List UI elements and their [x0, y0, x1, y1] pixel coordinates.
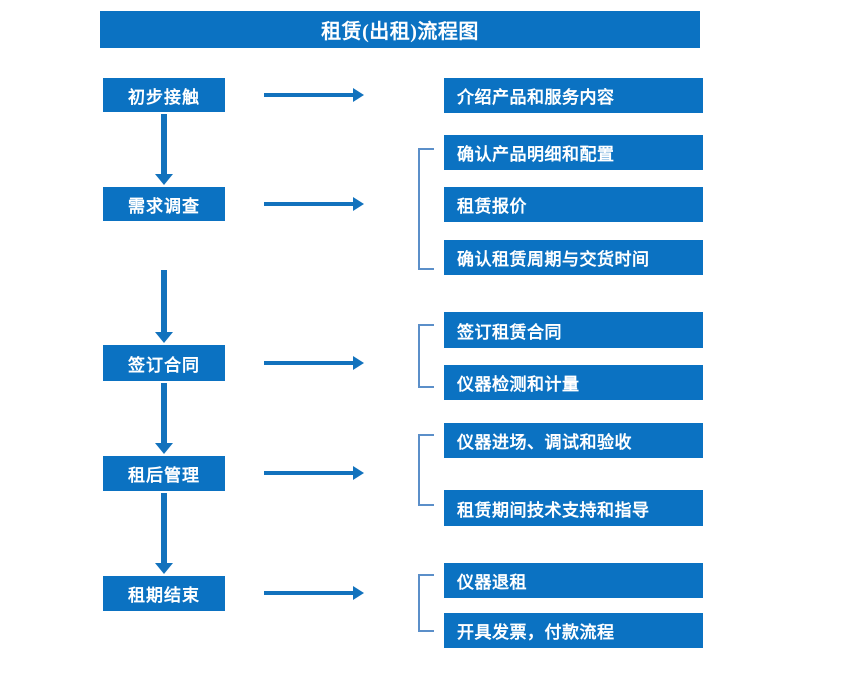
- stage-box-1[interactable]: 初步接触: [103, 78, 225, 112]
- detail-box-3[interactable]: 租赁报价: [444, 187, 703, 222]
- stage-box-5[interactable]: 租期结束: [103, 576, 225, 611]
- detail-box-5[interactable]: 签订租赁合同: [444, 312, 703, 348]
- flow-arrow-right-1: [264, 88, 364, 102]
- flow-arrow-down-1: [153, 114, 175, 185]
- detail-box-7[interactable]: 仪器进场、调试和验收: [444, 423, 703, 458]
- group-bracket-3: [418, 434, 434, 506]
- group-bracket-2: [418, 324, 434, 388]
- flow-arrow-down-3: [153, 383, 175, 454]
- detail-box-2[interactable]: 确认产品明细和配置: [444, 135, 703, 170]
- detail-box-8[interactable]: 租赁期间技术支持和指导: [444, 490, 703, 526]
- flow-arrow-right-3: [264, 356, 364, 370]
- stage-box-2[interactable]: 需求调查: [103, 187, 225, 221]
- detail-box-1[interactable]: 介绍产品和服务内容: [444, 78, 703, 113]
- flow-arrow-down-4: [153, 493, 175, 574]
- group-bracket-4: [418, 574, 434, 632]
- group-bracket-1: [418, 148, 434, 270]
- flow-arrow-right-4: [264, 466, 364, 480]
- stage-box-3[interactable]: 签订合同: [103, 345, 225, 381]
- detail-box-9[interactable]: 仪器退租: [444, 563, 703, 598]
- stage-box-4[interactable]: 租后管理: [103, 456, 225, 491]
- flow-arrow-down-2: [153, 270, 175, 343]
- detail-box-4[interactable]: 确认租赁周期与交货时间: [444, 240, 703, 275]
- detail-box-6[interactable]: 仪器检测和计量: [444, 365, 703, 400]
- flow-arrow-right-2: [264, 197, 364, 211]
- page-title: 租赁(出租)流程图: [100, 11, 700, 48]
- flow-arrow-right-5: [264, 586, 364, 600]
- detail-box-10[interactable]: 开具发票，付款流程: [444, 613, 703, 648]
